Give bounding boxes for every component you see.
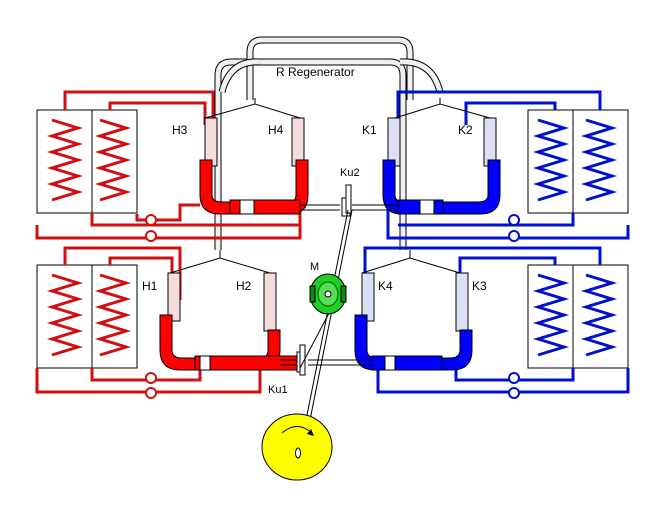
motor (309, 273, 347, 315)
label-m: M (310, 261, 319, 273)
label-ku1: Ku1 (268, 384, 288, 396)
regenerator-label: R Regenerator (276, 65, 355, 79)
cold-cylinder-unit-bottom (354, 272, 473, 371)
label-h2: H2 (236, 279, 252, 293)
cold-heat-exchanger-bottom (527, 264, 629, 369)
flywheel (261, 413, 333, 481)
label-k1: K1 (362, 123, 377, 137)
label-h4: H4 (268, 123, 284, 137)
hot-circulation-pipes (35, 90, 302, 394)
connecting-rods (299, 209, 353, 436)
hot-heat-exchanger-bottom (36, 264, 138, 369)
regenerator-tubes (214, 36, 444, 250)
hot-cylinder-unit-top (199, 117, 309, 215)
pump-icons (145, 214, 520, 399)
label-ku2: Ku2 (340, 167, 360, 179)
label-h3: H3 (172, 123, 188, 137)
regenerator-connections (169, 98, 491, 274)
hot-heat-exchanger-top (36, 109, 138, 214)
cold-cylinder-unit-top (382, 117, 501, 215)
cold-heat-exchanger-top (527, 109, 629, 214)
label-k4: K4 (378, 279, 393, 293)
label-k3: K3 (472, 279, 487, 293)
label-h1: H1 (142, 279, 158, 293)
label-k2: K2 (458, 123, 473, 137)
crank-shaft-ku2 (300, 184, 398, 217)
hot-cylinder-unit-bottom (159, 272, 301, 371)
